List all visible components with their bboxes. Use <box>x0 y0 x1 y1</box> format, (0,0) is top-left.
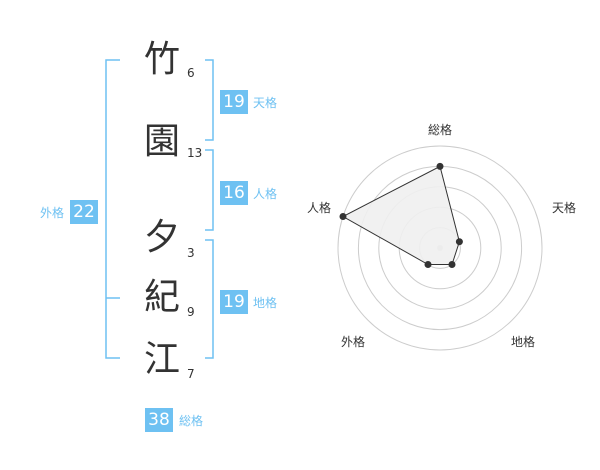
radar-ring-5 <box>337 145 543 351</box>
gaikaku-label: 外格 <box>40 206 65 220</box>
stroke-count-2: 13 <box>187 146 203 160</box>
name-char-1: 竹 <box>143 39 180 80</box>
stroke-count-1: 6 <box>187 66 195 80</box>
jinkaku-label: 人格 <box>253 187 278 201</box>
radar-axis-label-tenkaku: 天格 <box>552 201 577 215</box>
radar-point-1 <box>436 162 444 170</box>
chikaku-label: 地格 <box>253 296 278 310</box>
radar-point-5 <box>339 212 347 220</box>
chikaku-bracket <box>205 239 214 359</box>
radar-axis-label-soukaku: 総格 <box>428 123 453 137</box>
name-char-5: 江 <box>143 339 180 380</box>
radar-axis-label-jinkaku: 人格 <box>307 201 332 215</box>
jinkaku-bracket <box>205 149 214 231</box>
radar-axis-label-gaikaku: 外格 <box>341 335 366 349</box>
chikaku-value-badge: 19 <box>220 290 248 314</box>
tenkaku-label: 天格 <box>253 96 278 110</box>
radar-value-polygon <box>341 165 460 265</box>
stroke-count-5: 7 <box>187 367 195 381</box>
name-char-3: 夕 <box>143 217 180 258</box>
name-char-4: 紀 <box>143 277 180 318</box>
radar-point-3 <box>448 261 456 269</box>
stroke-count-4: 9 <box>187 305 195 319</box>
radar-axis-label-chikaku: 地格 <box>511 335 536 349</box>
radar-point-2 <box>455 238 463 246</box>
soukaku-value-badge: 38 <box>145 408 173 432</box>
gaikaku-value-badge: 22 <box>70 200 98 224</box>
outer-bracket <box>105 59 120 359</box>
tenkaku-bracket <box>205 59 214 141</box>
soukaku-label: 総格 <box>179 414 204 428</box>
name-char-2: 園 <box>143 121 180 162</box>
tenkaku-value-badge: 19 <box>220 90 248 114</box>
jinkaku-value-badge: 16 <box>220 181 248 205</box>
stroke-count-3: 3 <box>187 246 195 260</box>
radar-point-4 <box>424 261 432 269</box>
